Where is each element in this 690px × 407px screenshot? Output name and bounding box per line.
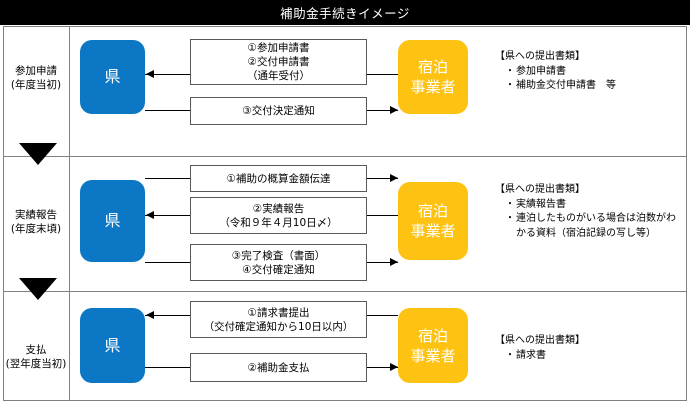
- connector-r2m1-left: [145, 178, 190, 179]
- connector-r1m2-left: [145, 110, 190, 111]
- connector-r2m2-left: [145, 215, 190, 216]
- notes-row2-item-1: ・実績報告書: [505, 198, 566, 210]
- connector-r1m1-right: [367, 74, 398, 75]
- stage-label-2-line2: (年度末頃): [10, 223, 62, 235]
- table-frame: [3, 26, 687, 401]
- message-r2-m2-line2: （令和９年４月10日〆）: [219, 216, 338, 229]
- message-r3-m2-line1: ②補助金支払: [247, 361, 310, 374]
- arrowhead-r3m2-to-business: [390, 362, 398, 371]
- connector-r2m3-right: [367, 262, 398, 263]
- actor-prefecture-row3: 県: [80, 308, 145, 383]
- stage-label-1: 参加申請 (年度当初): [4, 64, 68, 92]
- stage-transition-triangle-1: [19, 143, 57, 165]
- arrowhead-r1m2-to-business: [390, 105, 398, 114]
- stage-transition-triangle-2: [19, 278, 57, 300]
- notes-row2-item-2-text: 連泊したものがいる場合は泊数がわかる資料（宿泊記録の写し等）: [516, 213, 676, 239]
- arrowhead-r3m1-to-prefecture: [146, 310, 154, 319]
- page-title-bar: 補助金手続きイメージ: [0, 0, 690, 25]
- message-r2-m3-line2: ④交付確定通知: [242, 263, 315, 276]
- notes-row3-item-1-text: 請求書: [516, 349, 546, 361]
- notes-row1-item-2-text: 補助金交付申請書 等: [516, 80, 616, 91]
- stage-label-3: 支払 (翌年度当初): [4, 343, 68, 371]
- actor-prefecture-row1: 県: [80, 40, 145, 114]
- connector-r3m1-left: [145, 315, 190, 316]
- arrowhead-r2m1-to-business: [390, 173, 398, 182]
- actor-business-row3-label: 宿泊 事業者: [410, 326, 455, 366]
- stage-column-divider: [69, 26, 70, 401]
- stage-label-2: 実績報告 (年度末頃): [4, 208, 68, 236]
- notes-row2: 【県への提出書類】 ・実績報告書 ・連泊したものがいる場合は泊数がわかる資料（宿…: [495, 183, 685, 241]
- actor-business-row1-line1: 宿泊: [417, 58, 448, 76]
- stage-label-1-line2: (年度当初): [10, 79, 62, 91]
- connector-r1m1-left: [145, 74, 190, 75]
- message-box-r2-m2: ②実績報告 （令和９年４月10日〆）: [190, 197, 367, 234]
- arrowhead-r2m3-to-business: [390, 257, 398, 266]
- connector-r2m1-right: [367, 178, 398, 179]
- notes-row1-item-1: ・参加申請書: [505, 65, 566, 77]
- connector-r2m2-right: [367, 215, 398, 216]
- message-r1-m1-line3: （通年受付）: [247, 70, 310, 82]
- connector-r3m2-right: [367, 367, 398, 368]
- stage-label-3-line1: 支払: [25, 344, 47, 356]
- actor-business-row2-label: 宿泊 事業者: [410, 201, 455, 241]
- actor-business-row3-line2: 事業者: [410, 346, 456, 365]
- stage-label-2-line1: 実績報告: [15, 209, 57, 221]
- stage-label-3-line2: (翌年度当初): [5, 358, 67, 370]
- notes-row3-heading: 【県への提出書類】: [495, 335, 585, 346]
- actor-business-row3-line1: 宿泊: [417, 326, 448, 345]
- notes-row2-item-2: ・連泊したものがいる場合は泊数がわかる資料（宿泊記録の写し等）: [505, 213, 676, 239]
- actor-business-row1-line2: 事業者: [410, 78, 456, 96]
- message-box-r3-m2: ②補助金支払: [190, 353, 367, 382]
- connector-r3m2-left: [145, 367, 190, 368]
- actor-business-row3: 宿泊 事業者: [398, 308, 468, 383]
- arrowhead-r1m1-to-prefecture: [146, 69, 154, 78]
- arrowhead-r2m2-to-prefecture: [146, 210, 154, 219]
- connector-r1m2-right: [367, 110, 398, 111]
- actor-business-row2: 宿泊 事業者: [398, 182, 468, 260]
- notes-row1-item-1-text: 参加申請書: [516, 65, 566, 77]
- notes-row1: 【県への提出書類】 ・参加申請書 ・補助金交付申請書 等: [495, 50, 685, 94]
- stage-label-1-line1: 参加申請: [15, 65, 57, 77]
- message-r3-m1-line1: ①請求書提出: [247, 306, 310, 319]
- connector-r2m3-left: [145, 262, 190, 263]
- message-r3-m1-line2: （交付確定通知から10日以内）: [203, 320, 354, 333]
- notes-row1-item-2: ・補助金交付申請書 等: [505, 80, 616, 91]
- message-r1-m1-line2: ②交付申請書: [247, 56, 310, 68]
- actor-prefecture-row2: 県: [80, 180, 145, 262]
- connector-r3m1-right: [367, 315, 398, 316]
- row-divider-1: [3, 156, 687, 157]
- notes-row2-item-1-text: 実績報告書: [516, 198, 566, 210]
- actor-business-row1: 宿泊 事業者: [398, 40, 468, 114]
- message-box-r1-m2: ③交付決定通知: [190, 97, 367, 125]
- notes-row2-heading: 【県への提出書類】: [495, 184, 585, 195]
- actor-prefecture-row3-label: 県: [104, 335, 121, 355]
- message-r2-m1-line1: ①補助の概算金額伝達: [226, 172, 331, 185]
- message-r2-m3-line1: ③完了検査（書面）: [231, 249, 326, 262]
- message-box-r2-m1: ①補助の概算金額伝達: [190, 165, 367, 192]
- actor-business-row2-line1: 宿泊: [417, 202, 448, 220]
- message-r1-m1-line1: ①参加申請書: [247, 42, 310, 54]
- notes-row1-heading: 【県への提出書類】: [495, 51, 585, 62]
- message-r1-m2-line1: ③交付決定通知: [242, 105, 315, 117]
- message-r2-m2-line1: ②実績報告: [252, 202, 305, 215]
- message-box-r3-m1: ①請求書提出 （交付確定通知から10日以内）: [190, 301, 367, 338]
- actor-business-row2-line2: 事業者: [410, 222, 456, 240]
- row-divider-2: [3, 291, 687, 292]
- actor-prefecture-row1-label: 県: [104, 67, 121, 86]
- message-box-r2-m3: ③完了検査（書面） ④交付確定通知: [190, 244, 367, 281]
- notes-row3-item-1: ・請求書: [505, 349, 546, 361]
- actor-business-row1-label: 宿泊 事業者: [410, 57, 455, 97]
- message-box-r1-m1: ①参加申請書 ②交付申請書 （通年受付）: [190, 39, 367, 85]
- page-title: 補助金手続きイメージ: [280, 6, 410, 21]
- actor-prefecture-row2-label: 県: [104, 211, 121, 230]
- notes-row3: 【県への提出書類】 ・請求書: [495, 334, 685, 363]
